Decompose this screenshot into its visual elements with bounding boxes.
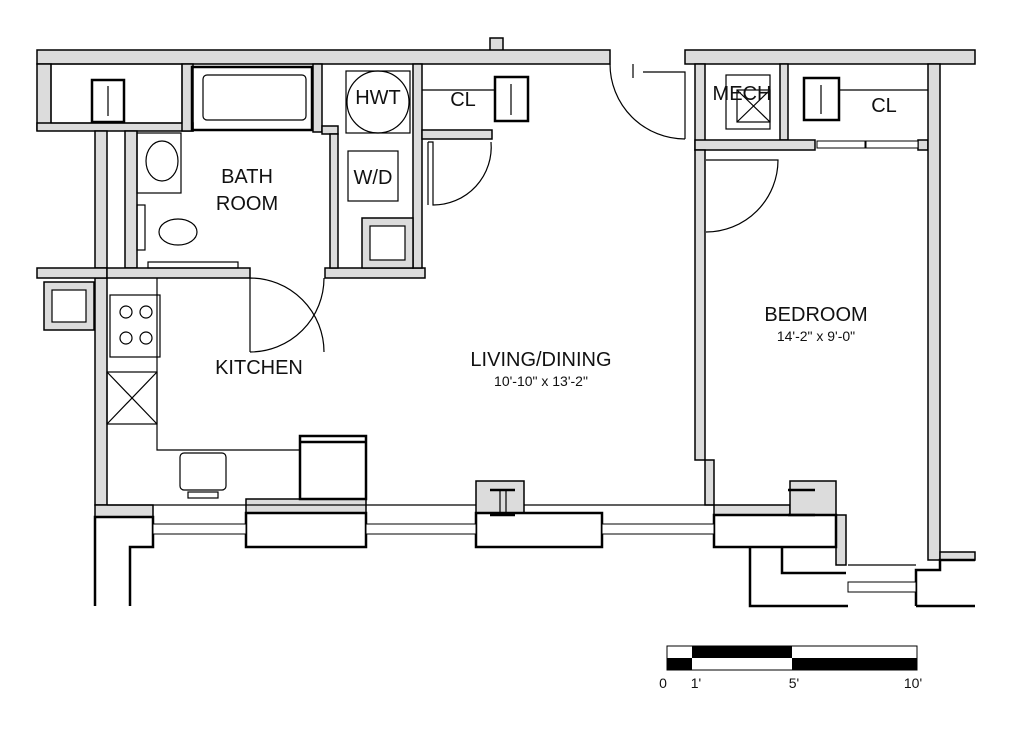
bath-label: ROOM (216, 193, 278, 215)
washer-dryer (347, 150, 399, 202)
doors (249, 63, 815, 517)
closet-label: CL (871, 95, 897, 117)
scale-label: 5' (789, 675, 799, 691)
hvac-unit (493, 75, 530, 123)
hvac-unit (90, 78, 126, 124)
bath-sink (145, 140, 179, 182)
living-label: LIVING/DINING (470, 349, 611, 371)
mech-label: MECH (713, 83, 772, 105)
scale-label: 10' (904, 675, 922, 691)
scale-label: 1' (691, 675, 701, 691)
scale-label: 0 (659, 675, 667, 691)
bedroom-label: BEDROOM (764, 304, 867, 326)
closet-label: CL (450, 89, 476, 111)
window (601, 523, 715, 535)
window (365, 523, 477, 535)
kitchen-sink (179, 452, 227, 491)
bathtub (190, 65, 314, 132)
living-dimensions: 10'-10" x 13'-2" (494, 373, 588, 389)
wd-label: W/D (354, 167, 393, 189)
kitchen-label: KITCHEN (215, 357, 303, 379)
range (109, 294, 161, 358)
scale-bar: 0 1' 5' 10' (659, 645, 922, 691)
walls (36, 37, 976, 566)
toilet (158, 218, 198, 246)
bath-label: BATH (221, 166, 273, 188)
hwt-label: HWT (355, 87, 401, 109)
room-labels: BATH ROOM HWT W/D CL MECH CL KITCHEN LIV… (215, 83, 897, 389)
bedroom-dimensions: 14'-2" x 9'-0" (777, 328, 855, 344)
window (847, 581, 917, 593)
exterior-lower (93, 504, 975, 608)
fixtures (90, 65, 928, 501)
hvac-unit (802, 76, 841, 122)
window (152, 523, 247, 535)
water-heater (346, 70, 410, 134)
refrigerator (298, 434, 368, 501)
